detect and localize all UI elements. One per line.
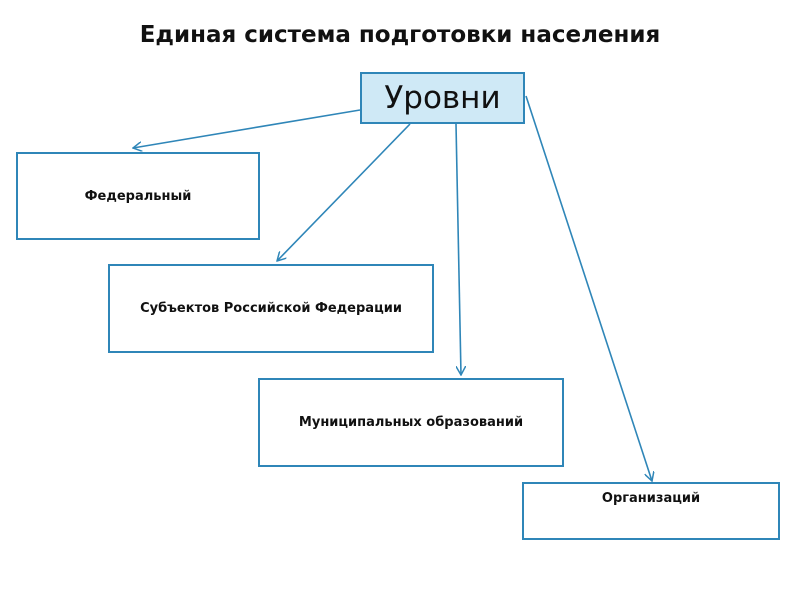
level-label: Организаций: [601, 491, 701, 506]
page-title: Единая система подготовки населения: [139, 22, 661, 48]
level-label: Федеральный: [84, 188, 192, 204]
arrow-to-federal: [133, 109, 361, 148]
arrow-to-organizations: [525, 95, 652, 481]
root-node-levels: Уровни: [360, 72, 525, 124]
root-node-label: Уровни: [384, 80, 501, 116]
level-node-municipal: Муниципальных образований: [258, 378, 564, 467]
level-label: Субъектов Российской Федерации: [140, 301, 402, 316]
level-node-subjects: Субъектов Российской Федерации: [108, 264, 434, 353]
arrow-to-subjects: [277, 123, 411, 261]
arrow-to-municipal: [455, 123, 461, 375]
level-label: Муниципальных образований: [298, 415, 524, 430]
level-node-federal: Федеральный: [16, 152, 260, 240]
level-node-organizations: Организаций: [522, 482, 780, 540]
